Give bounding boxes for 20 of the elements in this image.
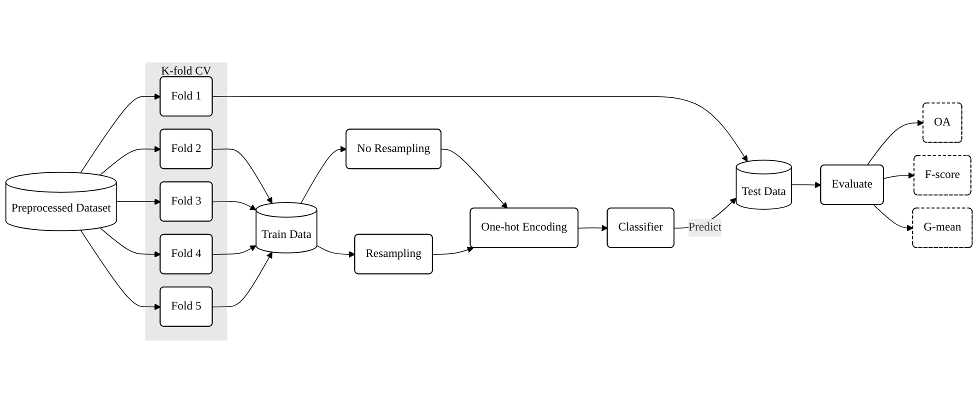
arrow	[80, 230, 161, 310]
edge-label: Predict	[688, 221, 722, 234]
arrow	[100, 227, 161, 258]
arrow	[432, 246, 474, 255]
arrow	[212, 201, 256, 210]
arrow	[212, 245, 256, 255]
arrow	[80, 93, 161, 174]
arrow	[883, 172, 915, 179]
arrow	[316, 245, 356, 258]
arrow	[791, 182, 822, 188]
arrow	[873, 204, 914, 232]
arrow	[300, 146, 347, 204]
arrow	[578, 224, 608, 232]
arrow	[441, 148, 508, 209]
arrow	[866, 120, 924, 166]
arrow	[212, 252, 272, 308]
arrow	[100, 146, 161, 176]
arrow	[212, 148, 272, 204]
arrow	[212, 96, 748, 162]
arrow	[116, 198, 161, 205]
